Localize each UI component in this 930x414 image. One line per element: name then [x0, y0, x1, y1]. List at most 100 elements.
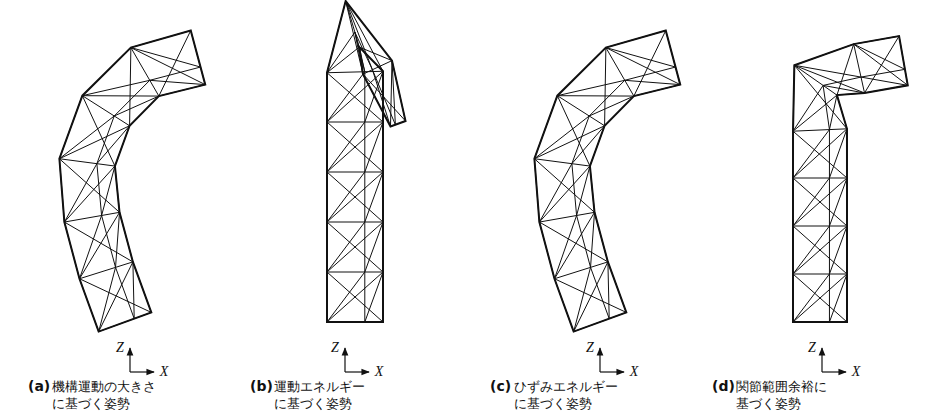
truss-bar — [114, 96, 159, 116]
truss-bar — [79, 212, 119, 278]
truss-bar — [364, 222, 365, 272]
truss-bar — [794, 65, 847, 129]
truss-bar — [829, 129, 847, 178]
truss-bar — [829, 226, 847, 274]
truss-bar — [327, 272, 365, 322]
truss-bar — [327, 172, 365, 222]
truss-bar — [793, 226, 847, 227]
truss-bar — [131, 48, 201, 67]
truss-bar — [327, 122, 383, 172]
axis-label: X — [852, 365, 861, 379]
truss-bar — [327, 272, 383, 322]
truss-bar — [327, 222, 383, 272]
axis-label: X — [630, 365, 639, 379]
axis-label: Z — [116, 341, 124, 355]
truss-bar — [823, 85, 829, 129]
truss-bar — [327, 32, 355, 73]
truss-bar — [793, 178, 847, 226]
truss-bar — [327, 222, 383, 223]
truss-bar — [574, 267, 591, 331]
truss-bar — [577, 166, 590, 215]
truss-bar — [591, 212, 595, 267]
truss-bar — [365, 272, 383, 322]
truss-bar — [327, 122, 383, 123]
truss-bar — [365, 222, 383, 272]
truss-bar — [390, 61, 391, 127]
truss-bar — [557, 80, 624, 95]
truss-bar — [327, 222, 365, 272]
truss-bar — [364, 272, 365, 322]
caption-tag: (c) — [490, 378, 511, 395]
truss-bar — [116, 212, 120, 267]
truss-bar — [102, 166, 115, 215]
truss-arm — [793, 36, 908, 322]
truss-bar — [793, 226, 829, 274]
truss-bar — [554, 212, 594, 278]
truss-bar — [793, 129, 847, 178]
truss-bar — [364, 122, 365, 172]
truss-bar — [793, 274, 829, 322]
truss-bar — [365, 122, 383, 172]
truss-bar — [82, 80, 149, 95]
caption-text: 運動エネルギー に基づく姿勢 — [274, 378, 384, 412]
axis-symbol — [130, 348, 154, 372]
truss-bar — [97, 126, 130, 164]
truss-bar — [829, 226, 830, 274]
truss-bar — [116, 267, 135, 318]
truss-bar — [793, 178, 847, 226]
truss-bar — [793, 131, 847, 178]
truss-bar — [591, 267, 610, 318]
truss-outline — [59, 31, 205, 332]
truss-bar — [327, 72, 365, 122]
truss-bar — [64, 166, 115, 222]
truss-bar — [829, 178, 830, 226]
truss-bar — [534, 159, 590, 166]
truss-bar — [837, 44, 854, 95]
truss-bar — [365, 172, 383, 222]
truss-bar — [829, 274, 830, 322]
caption-tag: (d) — [712, 378, 735, 395]
truss-outline — [534, 31, 680, 332]
truss-bar — [131, 48, 205, 85]
caption-tag: (b) — [250, 378, 273, 395]
truss-bar — [364, 172, 365, 222]
truss-bar — [363, 61, 392, 75]
truss-outline — [327, 1, 406, 322]
truss-outline — [793, 36, 908, 322]
x-axis-arrow — [822, 371, 846, 372]
truss-bar — [59, 159, 115, 166]
truss-bar — [829, 178, 847, 226]
axis-label: Z — [331, 341, 339, 355]
truss-bar — [327, 272, 383, 322]
truss-bar — [97, 164, 102, 216]
truss-bar — [79, 262, 132, 279]
truss-bar — [793, 226, 847, 274]
truss-arm — [59, 31, 205, 332]
axis-label: Z — [586, 341, 594, 355]
truss-bar — [625, 80, 680, 84]
truss-bar — [793, 85, 823, 131]
truss-bar — [99, 267, 116, 331]
truss-bar — [64, 212, 119, 222]
truss-bar — [608, 262, 609, 319]
truss-bar — [854, 44, 905, 69]
axis-symbol — [600, 348, 624, 372]
truss-bar — [82, 95, 159, 96]
truss-bar — [327, 122, 383, 172]
truss-arm — [534, 31, 680, 332]
truss-bar — [572, 164, 577, 216]
truss-bar — [327, 71, 383, 72]
truss-bar — [539, 164, 571, 222]
truss-bar — [64, 164, 96, 222]
x-axis-arrow — [130, 371, 154, 372]
truss-bar — [327, 122, 365, 172]
axis-label: X — [160, 365, 169, 379]
truss-bar — [346, 1, 383, 71]
caption-text: 関節範囲余裕に 基づく姿勢 — [736, 378, 844, 412]
truss-bar — [823, 85, 864, 93]
truss-bar — [794, 65, 864, 93]
truss-bar — [150, 80, 205, 84]
x-axis-arrow — [600, 371, 624, 372]
truss-bar — [793, 178, 847, 179]
